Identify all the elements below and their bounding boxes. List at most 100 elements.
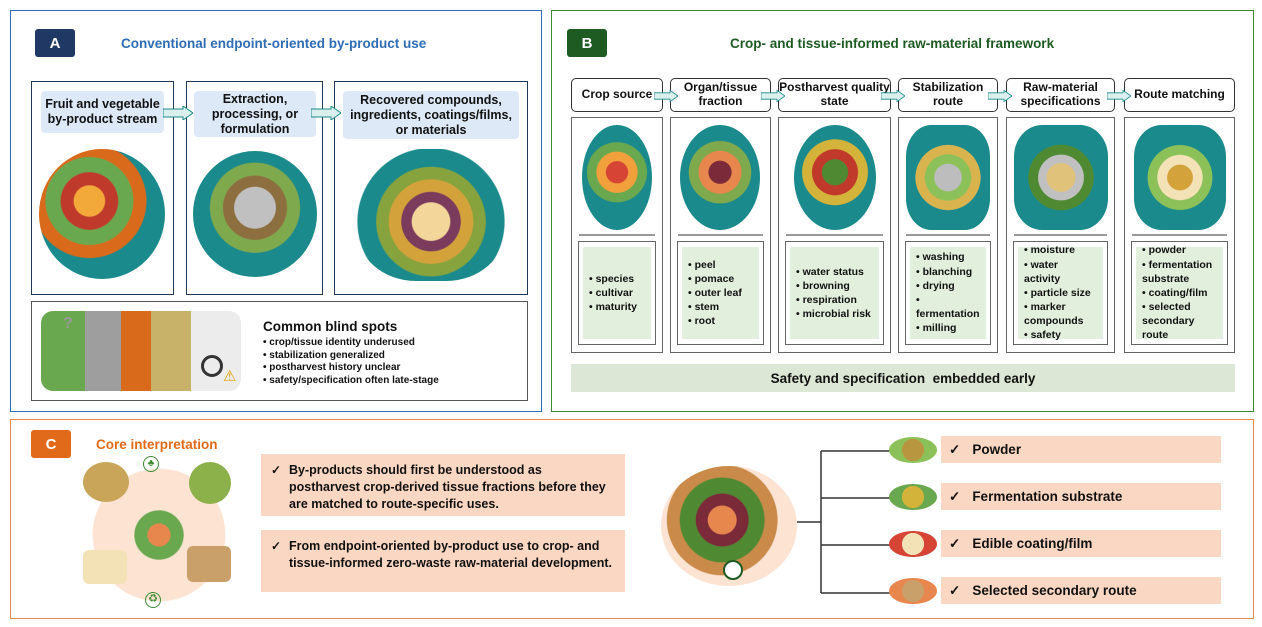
stage-postharvest: Postharvest quality state [778, 78, 891, 112]
statement-text: From endpoint-oriented by-product use to… [289, 539, 613, 570]
list-organ-tissue: peel pomace outer leaf stem root [682, 247, 759, 339]
list-item: blanching [916, 265, 980, 279]
coating-thumbnail [889, 531, 937, 557]
check-icon: ✓ [949, 535, 961, 551]
list-item: safety [1024, 328, 1097, 342]
fermentation-thumbnail [889, 484, 937, 510]
list-item: powder [1142, 243, 1217, 257]
check-icon: ✓ [949, 488, 961, 504]
route-fermentation: ✓ Fermentation substrate [941, 483, 1221, 510]
route-label: Powder [972, 442, 1022, 457]
arrow-right-icon [311, 106, 341, 120]
list-item: root [688, 314, 753, 328]
list-item: respiration [796, 293, 873, 307]
blind-spot-item: postharvest history unclear [263, 362, 439, 375]
route-coating: ✓ Edible coating/film [941, 530, 1221, 557]
panel-a-badge: A [35, 29, 75, 57]
label-by-product-stream: Fruit and vegetable by-product stream [41, 91, 164, 133]
route-secondary: ✓ Selected secondary route [941, 577, 1221, 604]
jar-image [189, 462, 231, 504]
divider-line [1132, 234, 1227, 236]
divider-line [1014, 234, 1107, 236]
list-crop-source: species cultivar maturity [583, 247, 651, 339]
list-item: milling [916, 321, 980, 335]
arrow-right-icon [881, 90, 905, 102]
recycle-icon: ♻ [145, 592, 161, 608]
stage-crop-source: Crop source [571, 78, 663, 112]
recovered-products-image [356, 149, 506, 281]
list-item: fermentation substrate [1142, 258, 1217, 286]
route-label: Fermentation substrate [972, 489, 1123, 504]
powder-bowl-image [83, 462, 129, 502]
list-item: coating/film [1142, 286, 1217, 300]
stage-organ-tissue: Organ/tissue fraction [670, 78, 771, 112]
arrow-right-icon [988, 90, 1012, 102]
check-icon: ✓ [271, 539, 282, 553]
divider-line [786, 234, 883, 236]
list-stabilization: washing blanching drying fermentation mi… [910, 247, 986, 339]
list-route-matching: powder fermentation substrate coating/fi… [1136, 244, 1223, 341]
crop-source-image [582, 125, 652, 230]
secondary-route-thumbnail [889, 578, 937, 604]
list-item: maturity [589, 300, 645, 314]
blind-spot-item: crop/tissue identity underused [263, 337, 439, 350]
panel-a-title: Conventional endpoint-oriented by-produc… [121, 36, 427, 51]
divider-line [579, 234, 655, 236]
list-item: fermentation [916, 293, 980, 321]
postharvest-image [794, 125, 876, 230]
list-item: browning [796, 279, 873, 293]
route-label: Edible coating/film [972, 536, 1093, 551]
stage-route-matching: Route matching [1124, 78, 1235, 112]
label-recovered: Recovered compounds, ingredients, coatin… [343, 91, 519, 139]
list-item: marker compounds [1024, 300, 1097, 328]
magnifier-icon [201, 355, 223, 377]
list-item: water status [796, 265, 873, 279]
leaf-icon: ♣ [143, 456, 159, 472]
magnifier-icon [723, 560, 743, 580]
statement-box: ✓ By-products should first be understood… [261, 454, 625, 516]
powder-thumbnail [889, 437, 937, 463]
arrow-right-icon [654, 90, 678, 102]
list-item: moisture [1024, 243, 1097, 257]
stabilization-image [906, 125, 990, 230]
processing-equipment-image [193, 151, 317, 277]
list-item: stem [688, 300, 753, 314]
list-item: pomace [688, 272, 753, 286]
panel-b: B Crop- and tissue-informed raw-material… [551, 10, 1254, 412]
list-specifications: moisture water activity particle size ma… [1018, 244, 1103, 342]
list-item: particle size [1024, 286, 1097, 300]
list-item: species [589, 272, 645, 286]
blind-spots-list: crop/tissue identity underused stabiliza… [263, 337, 439, 387]
question-icon: ? [63, 315, 73, 332]
film-image [83, 550, 127, 584]
panel-a: A Conventional endpoint-oriented by-prod… [10, 10, 542, 412]
blind-spots-title: Common blind spots [263, 319, 398, 334]
blind-spots-illustration [41, 311, 241, 391]
panel-b-title: Crop- and tissue-informed raw-material f… [730, 36, 1055, 51]
arrow-right-icon [1107, 90, 1131, 102]
tissue-fraction-image [680, 125, 760, 230]
route-connector [797, 450, 893, 594]
panel-c-badge: C [31, 430, 71, 458]
route-label: Selected secondary route [972, 583, 1137, 598]
check-icon: ✓ [271, 463, 282, 477]
route-matching-image [1134, 125, 1226, 230]
stage-stabilization: Stabilization route [898, 78, 998, 112]
list-postharvest: water status browning respiration microb… [790, 247, 879, 339]
panel-b-badge: B [567, 29, 607, 57]
specifications-image [1014, 125, 1108, 230]
check-icon: ✓ [949, 582, 961, 598]
list-item: microbial risk [796, 307, 873, 321]
list-item: peel [688, 258, 753, 272]
panel-c-title: Core interpretation [96, 437, 218, 452]
divider-line [678, 234, 763, 236]
list-item: drying [916, 279, 980, 293]
stage-specifications: Raw-material specifications [1006, 78, 1115, 112]
statement-text: By-products should first be understood a… [289, 463, 606, 511]
list-item: cultivar [589, 286, 645, 300]
statement-box: ✓ From endpoint-oriented by-product use … [261, 530, 625, 592]
list-item: outer leaf [688, 286, 753, 300]
blind-spot-item: safety/specification often late-stage [263, 375, 439, 388]
warning-icon: ⚠ [223, 368, 237, 385]
label-extraction: Extraction, processing, or formulation [194, 91, 316, 137]
